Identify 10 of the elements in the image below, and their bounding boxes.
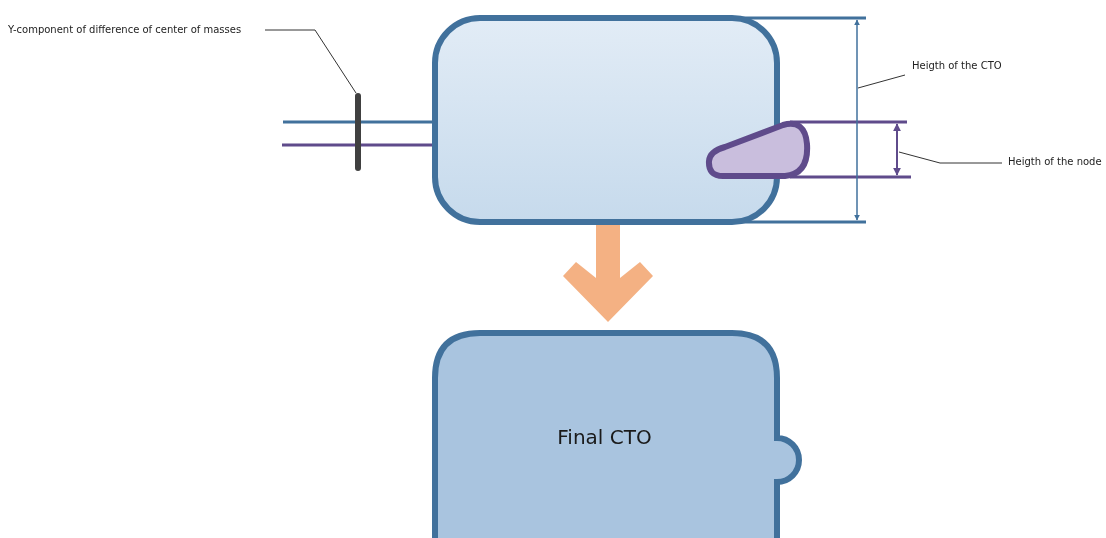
- node-shape: [705, 119, 813, 181]
- container-shape: [432, 15, 780, 225]
- annotation-label: Heigth of the node: [1008, 156, 1102, 167]
- annotation-label: Heigth of the CTO: [912, 60, 1002, 71]
- node-label: Final CTO: [556, 425, 653, 449]
- annotation-label: Y-component of difference of center of masses: [8, 24, 242, 35]
- leader-line: [857, 74, 906, 89]
- marker-bar: [355, 93, 361, 171]
- leader-line: [264, 29, 357, 94]
- leader-line: [898, 151, 1003, 164]
